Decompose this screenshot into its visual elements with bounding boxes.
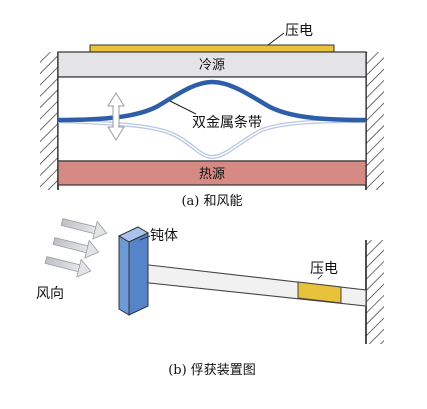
piezo-patch-b — [297, 281, 342, 304]
bluff-body-leader — [139, 235, 151, 241]
caption-a: (a) 和风能 — [181, 194, 242, 209]
bluff-body-label: 钝体 — [150, 228, 178, 244]
wind-direction-label: 风向 — [36, 286, 64, 302]
right-wall-b-hatch — [366, 240, 384, 344]
cold-source-label: 冷源 — [199, 58, 225, 73]
diagram-a: 压电 冷源 双金属条带 热源 (a) 和风能 — [40, 23, 384, 209]
bimetal-strip — [57, 79, 367, 123]
piezo-label-b: 压电 — [310, 261, 338, 277]
heat-source-label: 热源 — [199, 167, 225, 182]
diagram-b: 压电 钝体 风向 (b) 俘获装置图 — [36, 218, 384, 378]
bimetal-strip-label: 双金属条带 — [192, 114, 262, 131]
left-wall-hatch — [40, 52, 58, 190]
bimetal-strip-ghost-inner — [57, 120, 367, 158]
wind-arrow — [44, 256, 92, 278]
piezo-label-a: 压电 — [285, 23, 313, 39]
caption-b: (b) 俘获装置图 — [168, 363, 256, 378]
cold-source-block — [57, 51, 367, 78]
wind-arrows — [44, 218, 108, 278]
piezo-leader-b — [317, 274, 323, 280]
bimetal-leader-line — [169, 100, 197, 115]
piezo-leader-line — [267, 32, 285, 46]
piezo-strip-top — [89, 44, 335, 53]
bluff-body — [117, 226, 150, 316]
wind-arrow — [52, 237, 100, 259]
wind-arrow — [60, 218, 108, 240]
right-wall-hatch — [366, 52, 384, 190]
heat-source-block — [57, 160, 367, 186]
oscillation-arrow — [107, 92, 125, 141]
